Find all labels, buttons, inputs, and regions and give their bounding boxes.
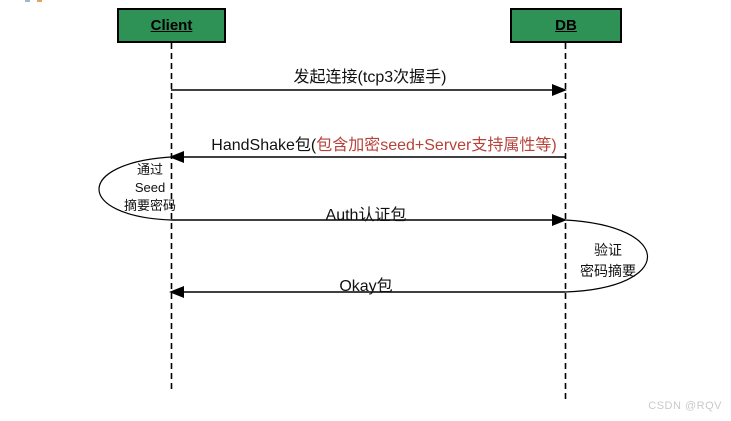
note-line: 摘要密码 [123, 198, 176, 213]
self-loop-client [98, 156, 172, 221]
arrowhead-left-icon [169, 151, 184, 163]
arrowhead-right-icon [552, 214, 567, 226]
note-line: 验证 [594, 242, 622, 258]
screen-artifact [25, 0, 30, 2]
note-line: 通过 [136, 162, 163, 177]
self-loop-db [564, 219, 648, 293]
note-db-verify-digest: 验证 密码摘要 [568, 240, 648, 282]
message-handshake-red-part: 包含加密seed+Server支持属性等) [316, 137, 557, 154]
message-label-auth: Auth认证包 [325, 207, 407, 224]
note-line: Seed [134, 180, 166, 195]
actor-client-label: Client [150, 17, 193, 34]
actor-db-label: DB [555, 17, 577, 34]
message-label-connect: 发起连接(tcp3次握手) [293, 69, 447, 86]
note-client-seed-digest: 通过 Seed 摘要密码 [110, 161, 190, 215]
screen-artifact [37, 0, 42, 2]
message-label-handshake: HandShake包(包含加密seed+Server支持属性等) [184, 131, 584, 155]
arrowhead-right-icon [552, 84, 567, 96]
note-line: 密码摘要 [580, 263, 636, 279]
actor-box-client: Client [117, 8, 226, 43]
message-handshake-black-part: HandShake包( [211, 137, 317, 154]
arrowhead-left-icon [169, 286, 184, 298]
csdn-watermark: CSDN @RQV [648, 400, 722, 412]
message-label-okay: Okay包 [339, 278, 393, 295]
actor-box-db: DB [510, 8, 622, 43]
